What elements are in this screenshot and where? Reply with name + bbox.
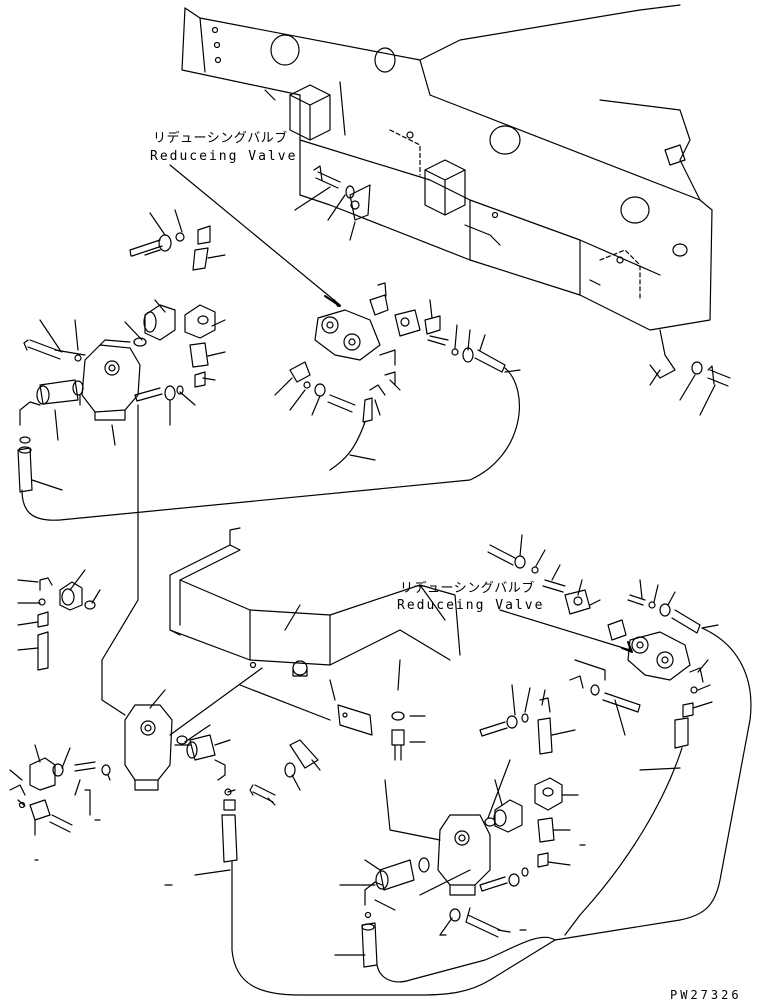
callout-jp-lower: リデューシングバルブ xyxy=(400,581,535,596)
machine-frame xyxy=(182,5,712,330)
hose-upper xyxy=(22,368,519,700)
drawing-code: PW27326 xyxy=(670,988,742,1002)
hose-lower xyxy=(195,628,751,995)
callout-jp-upper: リデューシングバルブ xyxy=(153,131,288,146)
frame-clamp-top xyxy=(295,166,370,240)
callout-en-lower: Reduceing Valve xyxy=(397,598,545,613)
frame-clamp-right xyxy=(650,330,730,415)
valve-lower-right xyxy=(335,685,578,967)
reducing-valve-upper xyxy=(170,165,520,422)
reducing-valve-lower xyxy=(488,535,718,748)
valve-lower-left xyxy=(10,570,320,862)
valve-upper-left xyxy=(18,210,225,492)
tick-marks xyxy=(35,820,585,935)
support-bracket xyxy=(170,528,460,760)
callout-en-upper: Reduceing Valve xyxy=(150,149,298,164)
